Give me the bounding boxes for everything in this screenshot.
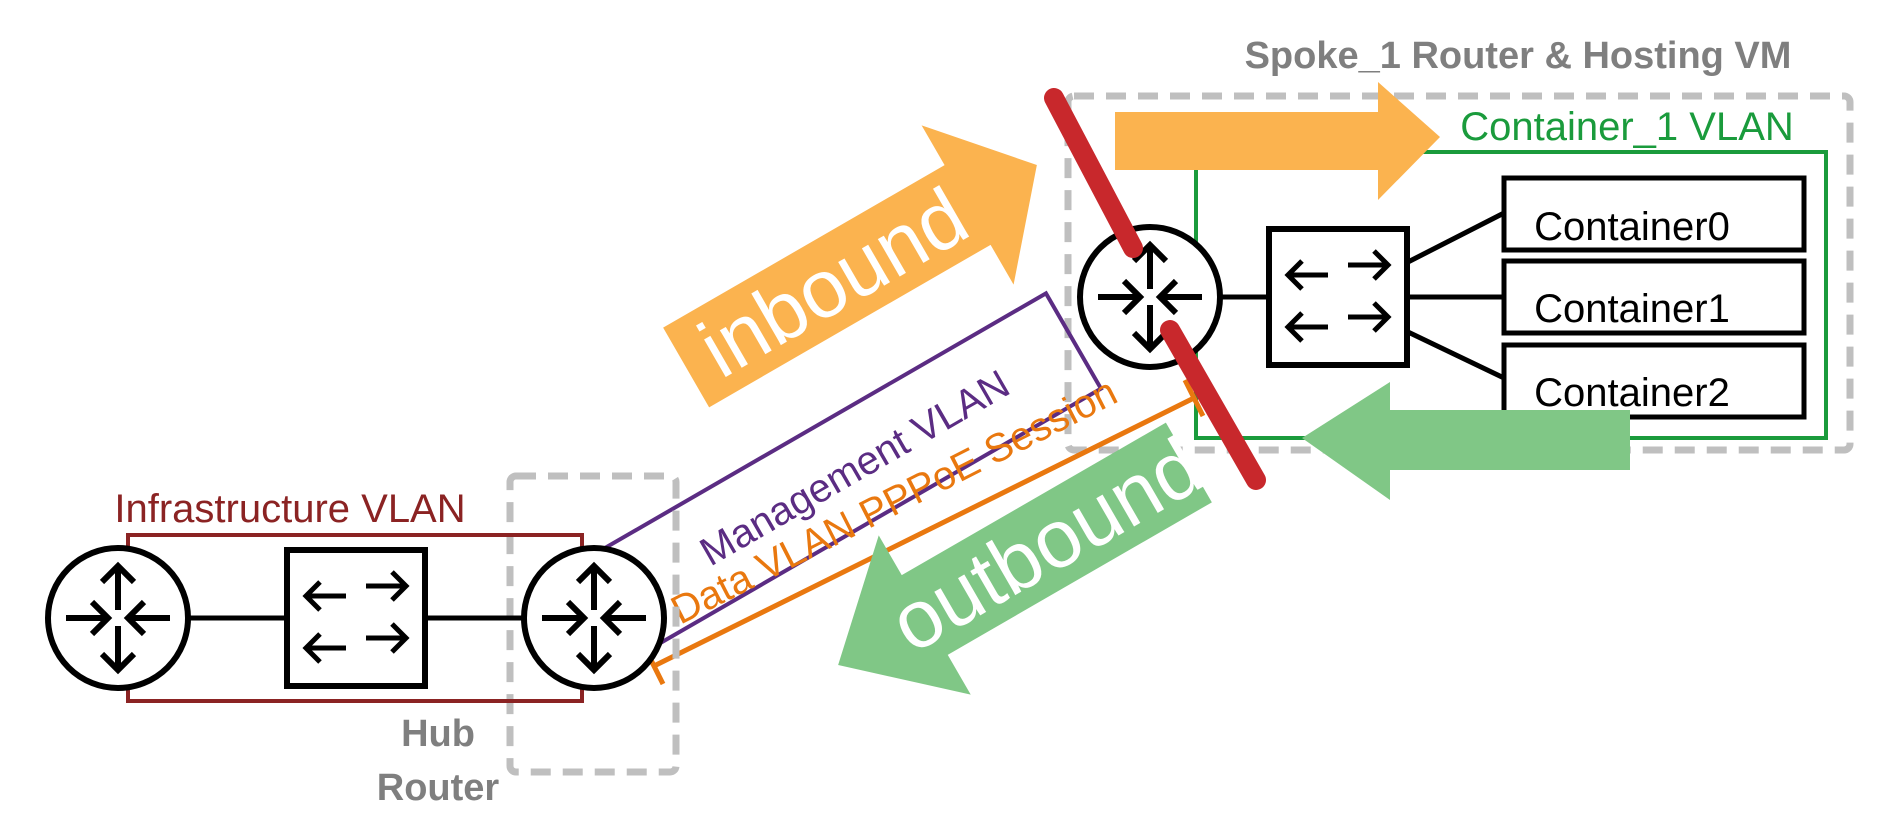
spoke-switch-icon — [1269, 229, 1407, 365]
hub-label-line1: Hub — [401, 713, 475, 755]
data-vlan-end-right — [1182, 378, 1206, 418]
spoke-router-icon — [1080, 227, 1220, 367]
container2-label: Container2 — [1534, 371, 1730, 415]
link-switch-container0 — [1406, 210, 1506, 265]
spoke-title: Spoke_1 Router & Hosting VM — [1245, 35, 1792, 77]
container2: Container2 — [1501, 342, 1807, 420]
inbound-label: inbound — [684, 171, 982, 396]
edge-router-icon — [48, 548, 188, 688]
outbound-label: outbound — [875, 421, 1217, 671]
firewall-bar-upper — [1044, 88, 1143, 258]
link-switch-container2 — [1406, 329, 1506, 381]
outbound-right-arrow — [1302, 382, 1630, 500]
hub-router-icon — [524, 548, 664, 688]
hub-label-line2: Router — [377, 767, 500, 809]
container0-label: Container0 — [1534, 205, 1730, 249]
inbound-arrow: inbound — [663, 125, 1037, 408]
inbound-top-arrow — [1115, 82, 1440, 200]
hub-boundary — [506, 472, 680, 776]
container0: Container0 — [1501, 175, 1807, 253]
firewall-bar-lower — [1160, 320, 1266, 490]
data-vlan-session-line — [652, 395, 1196, 669]
container-vlan-label: Container_1 VLAN — [1460, 105, 1794, 149]
container1: Container1 — [1501, 258, 1807, 336]
container1-label: Container1 — [1534, 287, 1730, 331]
infrastructure-switch-icon — [287, 550, 425, 686]
infrastructure-vlan-label: Infrastructure VLAN — [114, 487, 465, 531]
